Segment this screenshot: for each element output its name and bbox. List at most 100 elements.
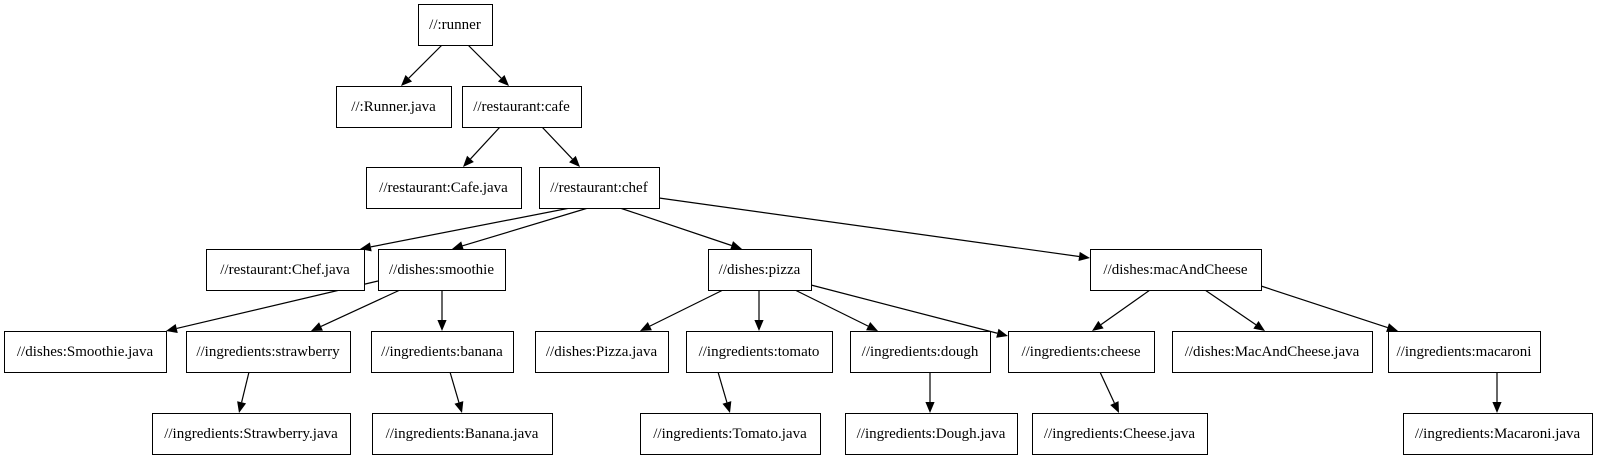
node-label: //ingredients:Tomato.java bbox=[653, 426, 807, 442]
edge-line bbox=[649, 289, 724, 327]
edge-arrowhead bbox=[640, 322, 652, 331]
graph-edge bbox=[1492, 372, 1502, 413]
graph-edge bbox=[925, 372, 935, 413]
edge-line bbox=[1100, 289, 1151, 326]
edge-arrowhead bbox=[463, 155, 474, 167]
graph-node-ing_banana[interactable]: //ingredients:banana bbox=[371, 331, 514, 373]
edge-arrowhead bbox=[497, 74, 509, 86]
node-label: //ingredients:strawberry bbox=[196, 344, 340, 360]
edge-arrowhead bbox=[925, 402, 935, 413]
graph-node-macaroni_java[interactable]: //ingredients:Macaroni.java bbox=[1403, 413, 1593, 455]
node-box[interactable] bbox=[1388, 331, 1541, 373]
graph-edge bbox=[449, 371, 464, 413]
node-label: //ingredients:Dough.java bbox=[857, 426, 1006, 442]
node-box[interactable] bbox=[206, 249, 365, 291]
node-label: //ingredients:Banana.java bbox=[386, 426, 539, 442]
graph-edge bbox=[401, 44, 443, 86]
edges-layer bbox=[166, 44, 1502, 413]
graph-edge bbox=[311, 289, 401, 331]
node-box[interactable] bbox=[462, 86, 582, 128]
node-label: //restaurant:Cafe.java bbox=[379, 180, 508, 196]
graph-node-chef_java[interactable]: //restaurant:Chef.java bbox=[206, 249, 365, 291]
graph-node-runner[interactable]: //:runner bbox=[418, 4, 493, 46]
edge-line bbox=[1260, 285, 1388, 329]
graph-node-mac_java[interactable]: //dishes:MacAndCheese.java bbox=[1172, 331, 1373, 373]
graph-node-restaurant_cafe[interactable]: //restaurant:cafe bbox=[462, 86, 582, 128]
edge-arrowhead bbox=[401, 74, 413, 86]
graph-node-dishes_pizza[interactable]: //dishes:pizza bbox=[708, 249, 812, 291]
node-label: //dishes:MacAndCheese.java bbox=[1185, 344, 1360, 360]
node-box[interactable] bbox=[850, 331, 991, 373]
node-box[interactable] bbox=[152, 413, 351, 455]
edge-line bbox=[449, 371, 460, 403]
graph-node-ing_tomato[interactable]: //ingredients:tomato bbox=[686, 331, 833, 373]
graph-edge bbox=[463, 126, 501, 167]
node-box[interactable] bbox=[1032, 413, 1208, 455]
node-box[interactable] bbox=[1008, 331, 1155, 373]
node-box[interactable] bbox=[186, 331, 351, 373]
edge-line bbox=[370, 207, 571, 248]
edge-line bbox=[241, 371, 250, 403]
node-box[interactable] bbox=[535, 331, 669, 373]
node-box[interactable] bbox=[4, 331, 167, 373]
node-label: //ingredients:cheese bbox=[1021, 344, 1140, 360]
edge-line bbox=[320, 289, 401, 327]
edge-arrowhead bbox=[1092, 320, 1104, 331]
node-box[interactable] bbox=[371, 331, 514, 373]
node-box[interactable] bbox=[366, 167, 522, 209]
graph-edge bbox=[794, 289, 878, 331]
node-label: //dishes:Smoothie.java bbox=[17, 344, 154, 360]
node-box[interactable] bbox=[708, 249, 812, 291]
edge-arrowhead bbox=[722, 401, 732, 413]
edge-arrowhead bbox=[730, 241, 742, 250]
node-box[interactable] bbox=[1090, 249, 1262, 291]
graph-node-dough_java[interactable]: //ingredients:Dough.java bbox=[845, 413, 1018, 455]
edge-line bbox=[794, 289, 869, 327]
graph-node-tomato_java[interactable]: //ingredients:Tomato.java bbox=[640, 413, 821, 455]
graph-edge bbox=[1260, 285, 1398, 332]
graph-node-strawberry_java[interactable]: //ingredients:Strawberry.java bbox=[152, 413, 351, 455]
node-box[interactable] bbox=[336, 86, 452, 128]
edge-line bbox=[470, 126, 501, 160]
graph-node-ing_macaroni[interactable]: //ingredients:macaroni bbox=[1388, 331, 1541, 373]
edge-arrowhead bbox=[1492, 402, 1502, 413]
graph-node-runner_java[interactable]: //:Runner.java bbox=[336, 86, 452, 128]
node-label: //ingredients:macaroni bbox=[1397, 344, 1532, 360]
graph-edge bbox=[237, 371, 250, 413]
graph-node-cafe_java[interactable]: //restaurant:Cafe.java bbox=[366, 167, 522, 209]
edge-line bbox=[658, 197, 1080, 258]
graph-node-pizza_java[interactable]: //dishes:Pizza.java bbox=[535, 331, 669, 373]
node-label: //restaurant:chef bbox=[550, 180, 647, 196]
node-box[interactable] bbox=[686, 331, 833, 373]
graph-edge bbox=[754, 290, 764, 331]
node-box[interactable] bbox=[845, 413, 1018, 455]
node-box[interactable] bbox=[378, 249, 506, 291]
node-label: //ingredients:tomato bbox=[699, 344, 820, 360]
graph-node-cheese_java[interactable]: //ingredients:Cheese.java bbox=[1032, 413, 1208, 455]
graph-node-dishes_smoothie[interactable]: //dishes:smoothie bbox=[378, 249, 506, 291]
graph-edge bbox=[1099, 371, 1119, 413]
nodes-layer: //:runner //:Runner.java//restaurant:cafe… bbox=[4, 4, 1593, 455]
graph-node-ing_dough[interactable]: //ingredients:dough bbox=[850, 331, 991, 373]
edge-line bbox=[467, 44, 502, 79]
graph-node-smoothie_java[interactable]: //dishes:Smoothie.java bbox=[4, 331, 167, 373]
edge-arrowhead bbox=[1253, 320, 1265, 331]
node-box[interactable] bbox=[1403, 413, 1593, 455]
edge-arrowhead bbox=[1386, 323, 1398, 332]
node-label: //ingredients:Cheese.java bbox=[1044, 426, 1196, 442]
graph-node-restaurant_chef[interactable]: //restaurant:chef bbox=[539, 167, 660, 209]
node-label: //ingredients:Strawberry.java bbox=[164, 426, 338, 442]
graph-node-ing_cheese[interactable]: //ingredients:cheese bbox=[1008, 331, 1155, 373]
node-box[interactable] bbox=[1172, 331, 1373, 373]
node-box[interactable] bbox=[418, 4, 493, 46]
node-box[interactable] bbox=[539, 167, 660, 209]
graph-edge bbox=[1204, 289, 1265, 331]
edge-line bbox=[1099, 371, 1115, 404]
edge-arrowhead bbox=[996, 328, 1008, 338]
node-box[interactable] bbox=[372, 413, 553, 455]
graph-node-dishes_mac[interactable]: //dishes:macAndCheese bbox=[1090, 249, 1262, 291]
node-box[interactable] bbox=[640, 413, 821, 455]
graph-node-ing_strawberry[interactable]: //ingredients:strawberry bbox=[186, 331, 351, 373]
graph-node-banana_java[interactable]: //ingredients:Banana.java bbox=[372, 413, 553, 455]
